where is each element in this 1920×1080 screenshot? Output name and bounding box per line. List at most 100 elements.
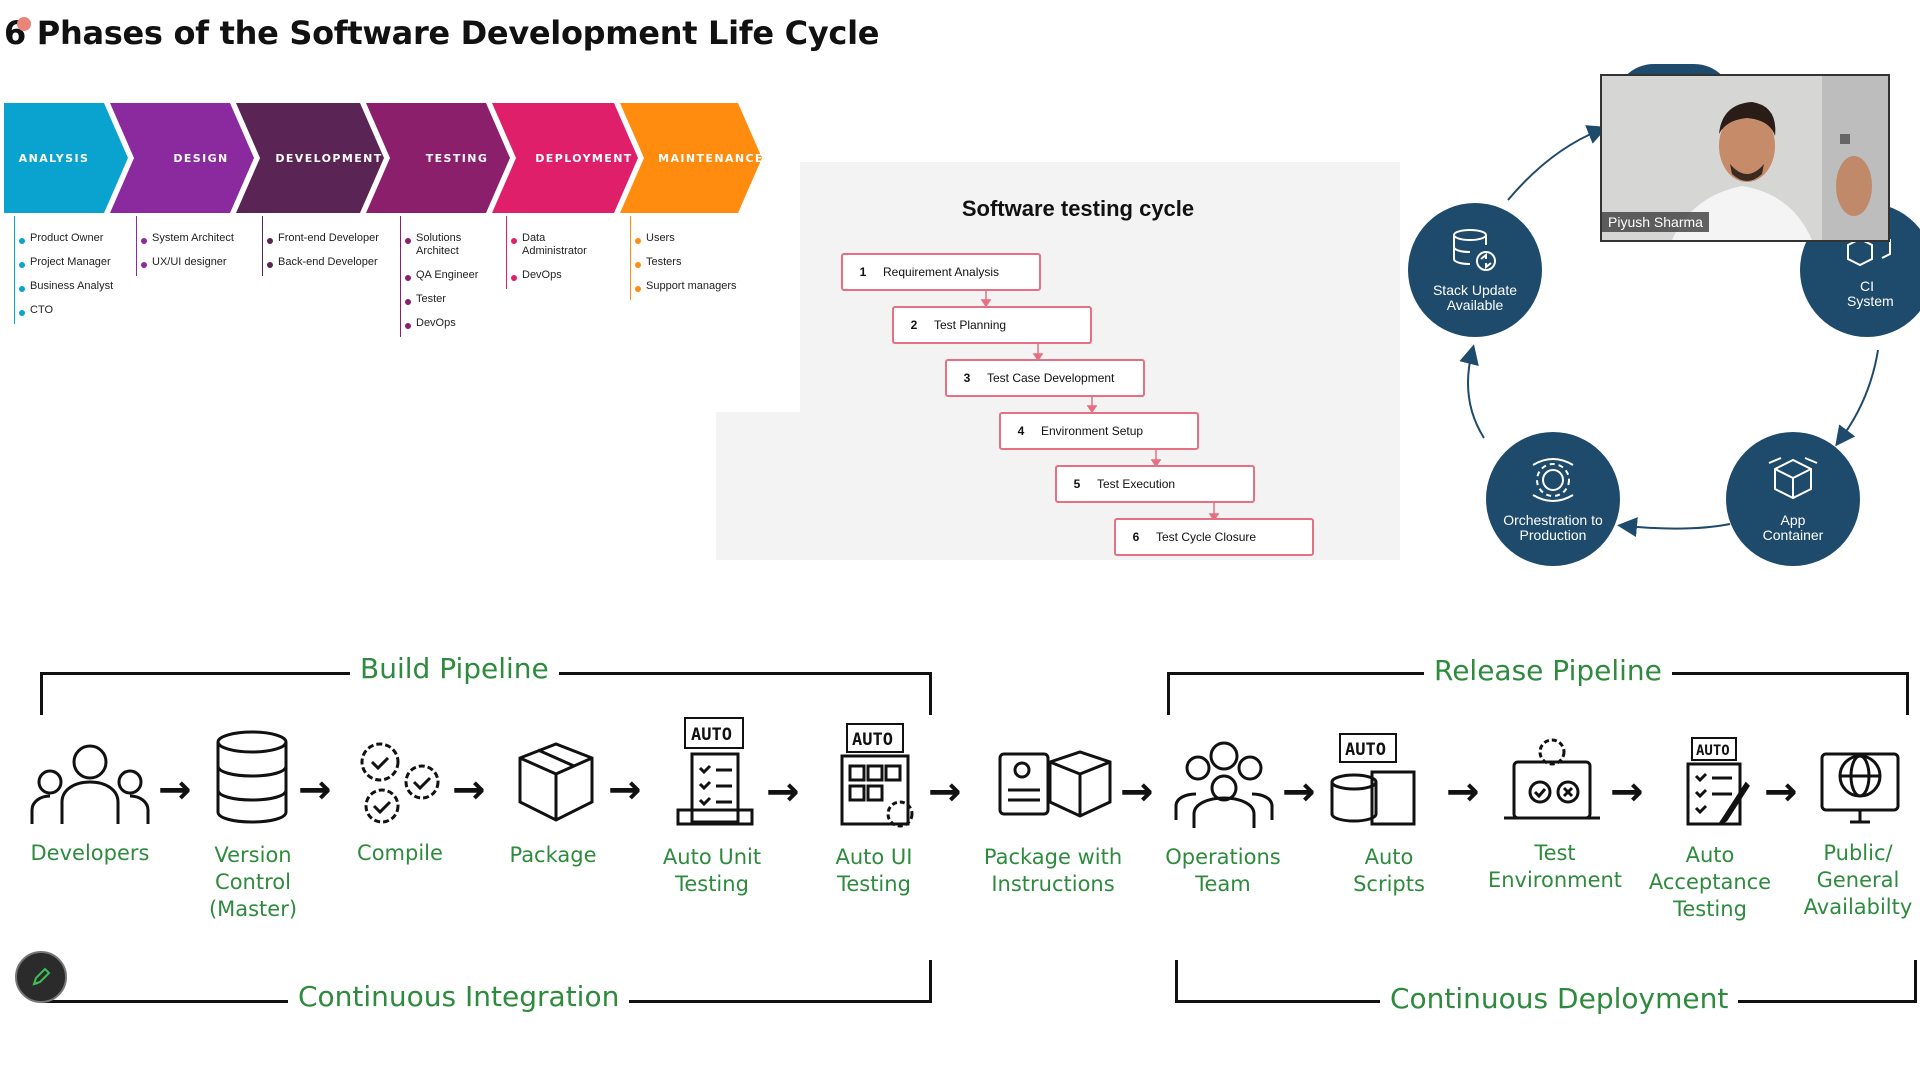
step-label: Environment Setup [1041,424,1144,438]
continuous-deployment-title: Continuous Deployment [1380,982,1739,1015]
step-number: 2 [910,318,918,332]
step-package-instructions: Package with Instructions [983,845,1123,896]
testing-cycle-title: Software testing cycle [961,196,1195,221]
arrow-icon: → [1610,769,1644,815]
phase-label-analysis: ANALYSIS [18,151,90,165]
auto-badge-scripts: AUTO [1345,740,1386,760]
step-number: 6 [1132,530,1140,544]
pipeline-icons: AUTO AUTO AUTO AUTO [30,717,1900,828]
step-package: Package [509,843,597,867]
node-orchestration: Orchestration to Production [1486,432,1620,566]
release-pipeline-title: Release Pipeline [1424,654,1672,687]
ui-test-icon [840,723,914,828]
role-item: Tester [400,293,490,306]
test-step-1: 1 Requirement Analysis [841,253,1041,291]
roles-design: System Architect UX/UI designer [136,216,234,280]
auto-badge-unit: AUTO [691,725,732,745]
auto-badge-acceptance: AUTO [1696,743,1730,759]
roles-development: Front-end Developer Back-end Developer [262,216,379,280]
phase-label-maintenance: MAINTENANCE [658,151,764,165]
role-item: DevOps [400,317,490,330]
step-auto-acceptance-testing: Auto Acceptance Testing [1648,843,1772,921]
participant-name: Piyush Sharma [1602,212,1709,232]
phase-label-deployment: DEPLOYMENT [535,151,633,165]
role-item: Business Analyst [14,280,113,293]
step-operations-team: Operations Team [1165,845,1281,896]
arrow-icon: → [1120,769,1154,815]
package-icon [518,742,594,822]
roles-analysis: Product Owner Project Manager Business A… [14,216,113,328]
auto-scripts-icon [1330,733,1416,826]
step-label: Test Planning [934,318,1007,332]
package-instructions-icon [998,750,1112,818]
step-label: Requirement Analysis [883,265,1000,279]
role-item: CTO [14,304,113,317]
node-app-container: App Container [1726,432,1860,566]
role-item: UX/UI designer [136,256,234,269]
role-item: Support managers [630,280,737,293]
arrow-icon: → [298,767,332,813]
developers-icon [30,744,150,824]
roles-maintenance: Users Testers Support managers [630,216,737,304]
gears-icon [360,742,440,824]
step-developers: Developers [30,841,150,865]
role-item: Data Administrator [506,232,592,258]
node-label: Stack Update Available [1432,282,1518,313]
auto-badges: AUTO AUTO AUTO AUTO [691,725,1730,760]
arrow-icon: → [1282,769,1316,815]
arrow-icon: → [1764,769,1798,815]
roles-deployment: Data Administrator DevOps [506,216,592,293]
roles-testing: Solutions Architect QA Engineer Tester D… [400,216,490,341]
phase-label-design: DESIGN [173,151,229,165]
step-number: 4 [1017,424,1025,438]
unit-test-icon [676,717,754,826]
chevron-analysis [4,103,128,213]
gear-cycle-icon [1532,458,1574,502]
role-item: Project Manager [14,256,113,269]
arrow-icon: → [1446,769,1480,815]
continuous-integration-title: Continuous Integration [288,980,630,1013]
role-item: Solutions Architect [400,232,476,258]
arrow-icon: → [766,769,800,815]
video-feed[interactable] [1600,74,1890,242]
node-stack-update: Stack Update Available [1408,203,1542,337]
test-environment-icon [1504,738,1600,820]
step-label: Test Cycle Closure [1156,530,1257,544]
node-label: Orchestration to Production [1503,512,1603,543]
phase-label-development: DEVELOPMENT [275,151,383,165]
step-number: 1 [859,265,867,279]
step-number: 3 [963,371,971,385]
page-title: 6 Phases of the Software Development Lif… [4,14,880,52]
test-step-6: 6 Test Cycle Closure [1114,518,1314,556]
annotate-pen-button[interactable] [15,951,67,1003]
presenter-video [1602,76,1888,240]
role-item: Testers [630,256,737,269]
testing-cycle-panel-ext [716,412,800,560]
database-sync-icon [1453,229,1496,271]
arrow-icon: → [928,769,962,815]
arrow-icon: → [452,767,486,813]
recording-indicator [17,17,31,31]
pen-icon [32,967,51,986]
step-test-environment: Test Environment [1487,841,1623,892]
chevron-design [110,103,254,213]
step-version-control: Version Control (Master) [208,843,298,921]
chevron-shapes [4,103,762,213]
role-item: Front-end Developer [262,232,379,245]
database-icon [216,730,288,824]
globe-monitor-icon [1820,752,1900,824]
role-item: Back-end Developer [262,256,379,269]
step-auto-scripts: Auto Scripts [1353,845,1425,896]
chevron-maintenance [620,103,762,213]
arrow-icon: → [608,767,642,813]
acceptance-test-icon [1686,737,1750,826]
step-label: Test Execution [1097,477,1176,491]
role-item: Users [630,232,737,245]
step-auto-ui-testing: Auto UI Testing [835,845,913,896]
chevron-deployment [492,103,638,213]
node-label: App Container [1762,512,1824,543]
cycle-arrows [1459,125,1879,538]
role-item: QA Engineer [400,269,490,282]
